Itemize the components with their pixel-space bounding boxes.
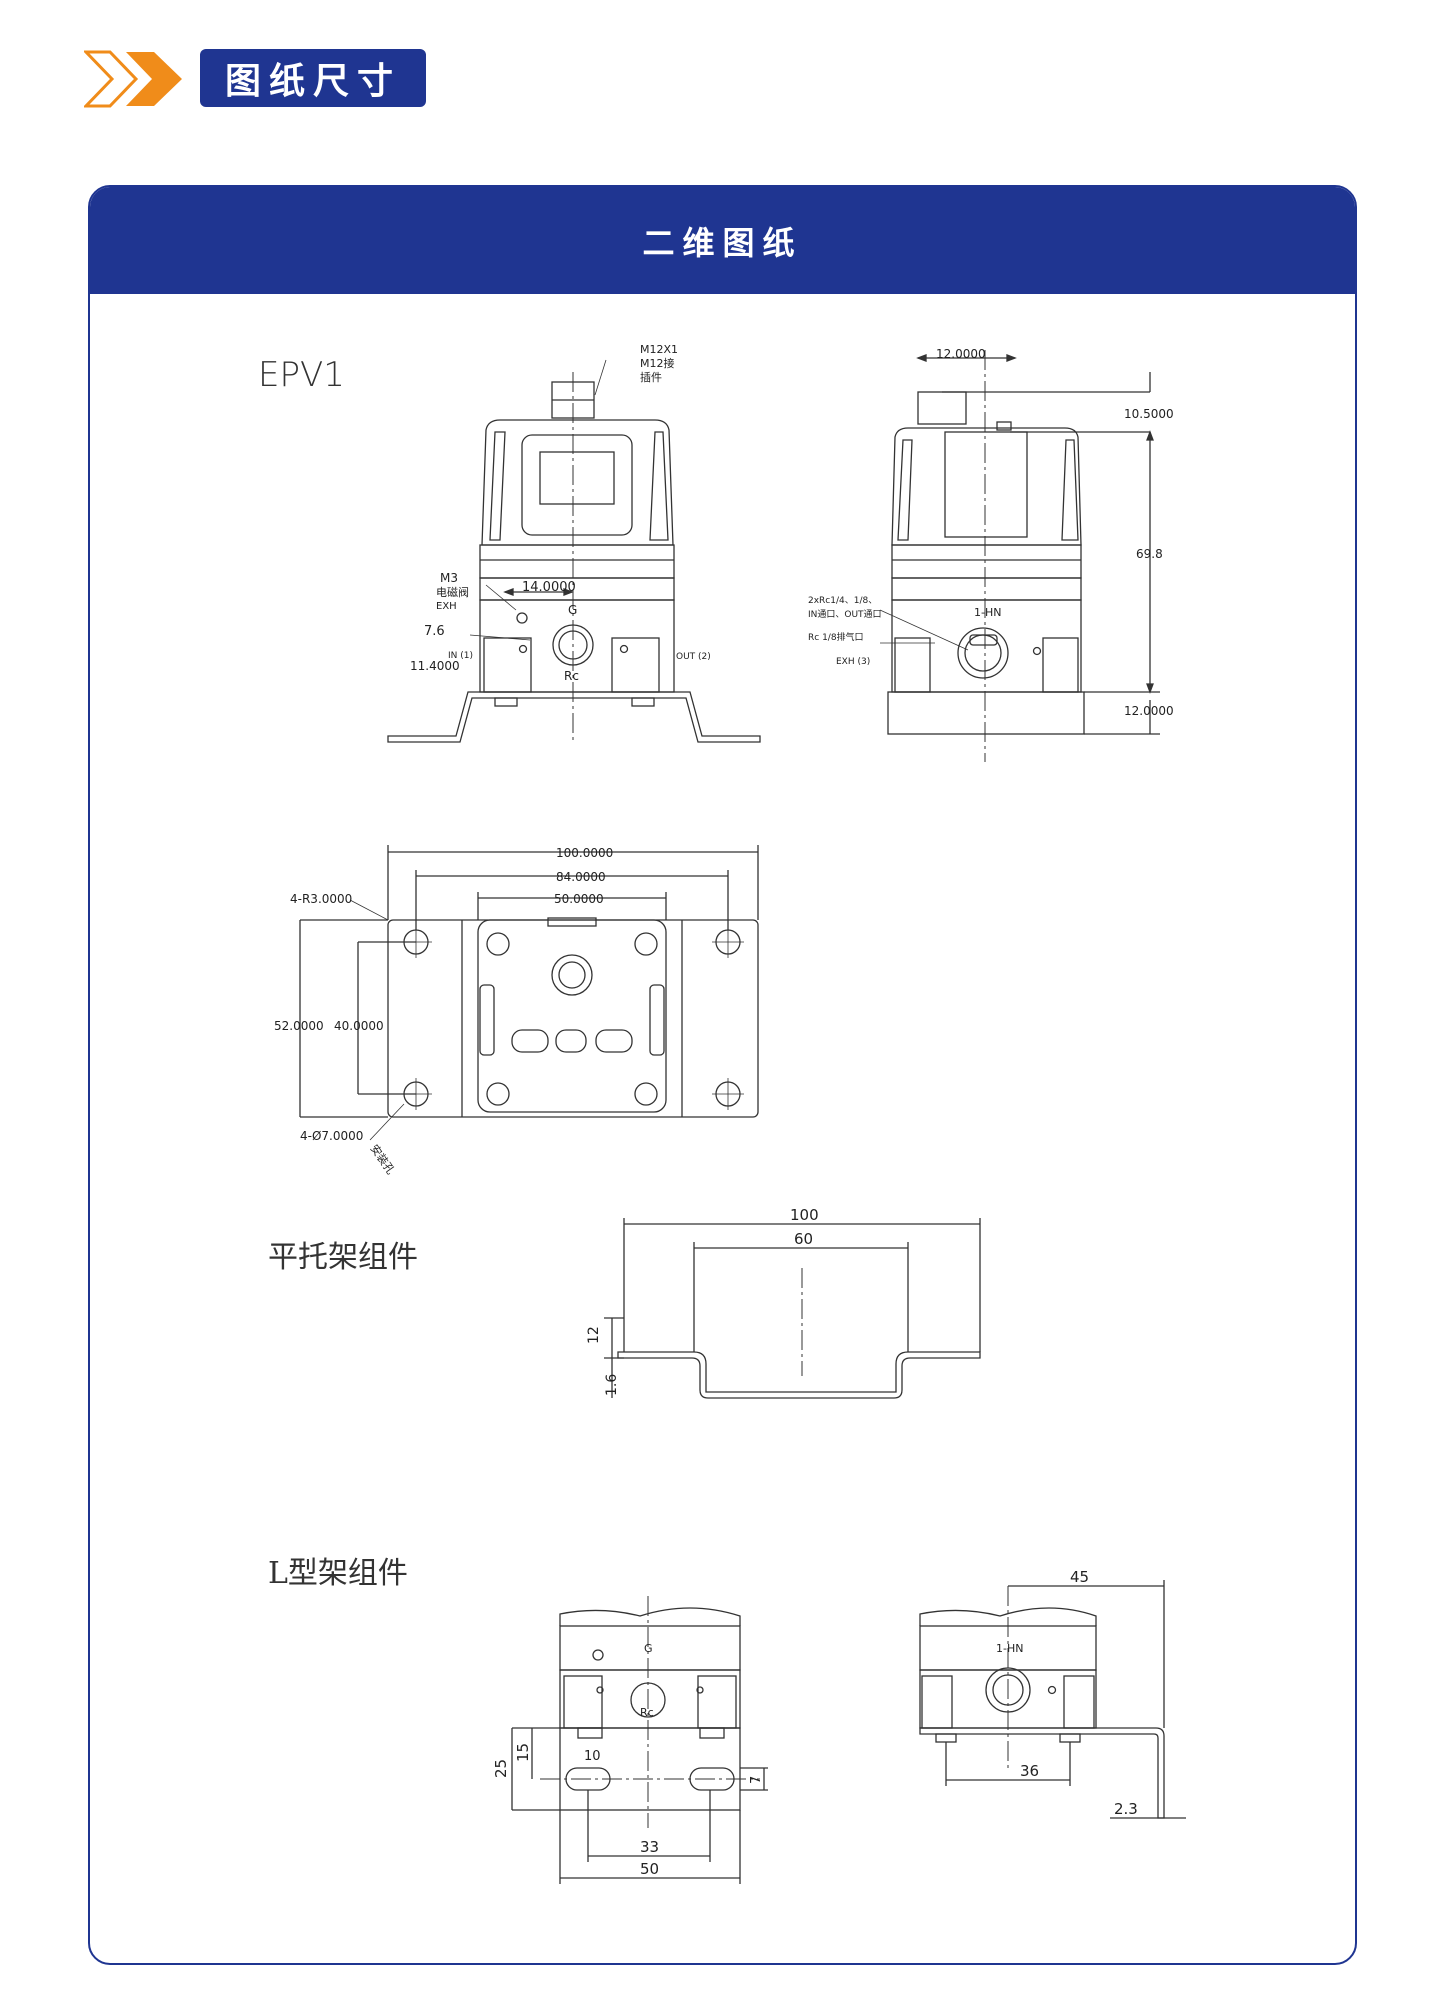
flat-bracket-label: 平托架组件 [268, 1240, 418, 1275]
dim-698: 69.8 [1136, 547, 1163, 561]
dim-flat-12: 12 [586, 1326, 602, 1344]
dim-m3: M3 [440, 571, 458, 585]
lb-dim-25: 25 [492, 1759, 510, 1778]
dim-105: 10.5000 [1124, 407, 1174, 421]
label-in1: IN (1) [448, 651, 473, 661]
label-port2: IN通口、OUT通口 [808, 609, 882, 620]
label-port3: Rc 1/8排气口 [808, 631, 864, 643]
dim-m12a: M12X1 [640, 343, 678, 356]
lb-label-g: G [644, 1642, 653, 1655]
side-view [879, 350, 1160, 762]
dim-flat-60: 60 [794, 1230, 813, 1248]
label-port1: 2xRc1/4、1/8、 [808, 596, 877, 606]
dim-m12b: M12接 [640, 357, 675, 370]
front-view [387, 359, 761, 743]
l-bracket-side [919, 1580, 1186, 1819]
dim-52: 52.0000 [274, 1019, 324, 1033]
lb-dim-7: 7 [749, 1776, 764, 1784]
label-rc: Rc [564, 669, 579, 683]
label-out2: OUT (2) [676, 652, 711, 662]
lb-side-hn: 1-HN [996, 1642, 1023, 1655]
dim-r3: 4-R3.0000 [290, 892, 352, 906]
lb-dim-50: 50 [640, 1860, 659, 1878]
l-bracket-label: L型架组件 [268, 1556, 408, 1591]
dim-100: 100.0000 [556, 846, 613, 860]
dim-12-bottom: 12.0000 [1124, 704, 1174, 718]
lb-dim-36: 36 [1020, 1762, 1039, 1780]
lb-dim-10: 10 [584, 1749, 601, 1764]
label-g: G [568, 603, 577, 617]
dim-50: 50.0000 [554, 892, 604, 906]
dim-114: 11.4000 [410, 659, 460, 673]
dim-76: 7.6 [424, 624, 445, 639]
dim-exh: EXH [436, 601, 457, 612]
label-hole: 安装孔 [368, 1142, 398, 1177]
lb-dim-15: 15 [514, 1743, 532, 1762]
dim-valve: 电磁阀 [436, 585, 469, 599]
epv-label: EPV1 [258, 355, 345, 395]
dim-flat-16: 1.6 [604, 1374, 620, 1396]
lb-dim-23: 2.3 [1114, 1800, 1138, 1818]
page-title: 图纸尺寸 [200, 49, 426, 107]
panel-title: 二维图纸 [90, 187, 1355, 294]
drawing-panel: 二维图纸 [88, 185, 1357, 1965]
label-exh3: EXH (3) [836, 657, 870, 667]
label-hn: 1-HN [974, 606, 1001, 619]
flat-bracket-drawing [604, 1218, 981, 1399]
lb-dim-45: 45 [1070, 1568, 1089, 1586]
dim-flat-100: 100 [790, 1206, 819, 1224]
dim-14: 14.0000 [522, 580, 576, 595]
header-chevron-icon [84, 50, 182, 108]
dim-m12c: 插件 [640, 370, 662, 384]
l-bracket-front [511, 1596, 768, 1884]
dim-84: 84.0000 [556, 870, 606, 884]
dim-40: 40.0000 [334, 1019, 384, 1033]
dim-12-top: 12.0000 [936, 347, 986, 361]
top-view [299, 845, 759, 1141]
dim-d7: 4-Ø7.0000 [300, 1129, 363, 1143]
lb-label-rc: Rc [640, 1706, 654, 1719]
lb-dim-33: 33 [640, 1838, 659, 1856]
